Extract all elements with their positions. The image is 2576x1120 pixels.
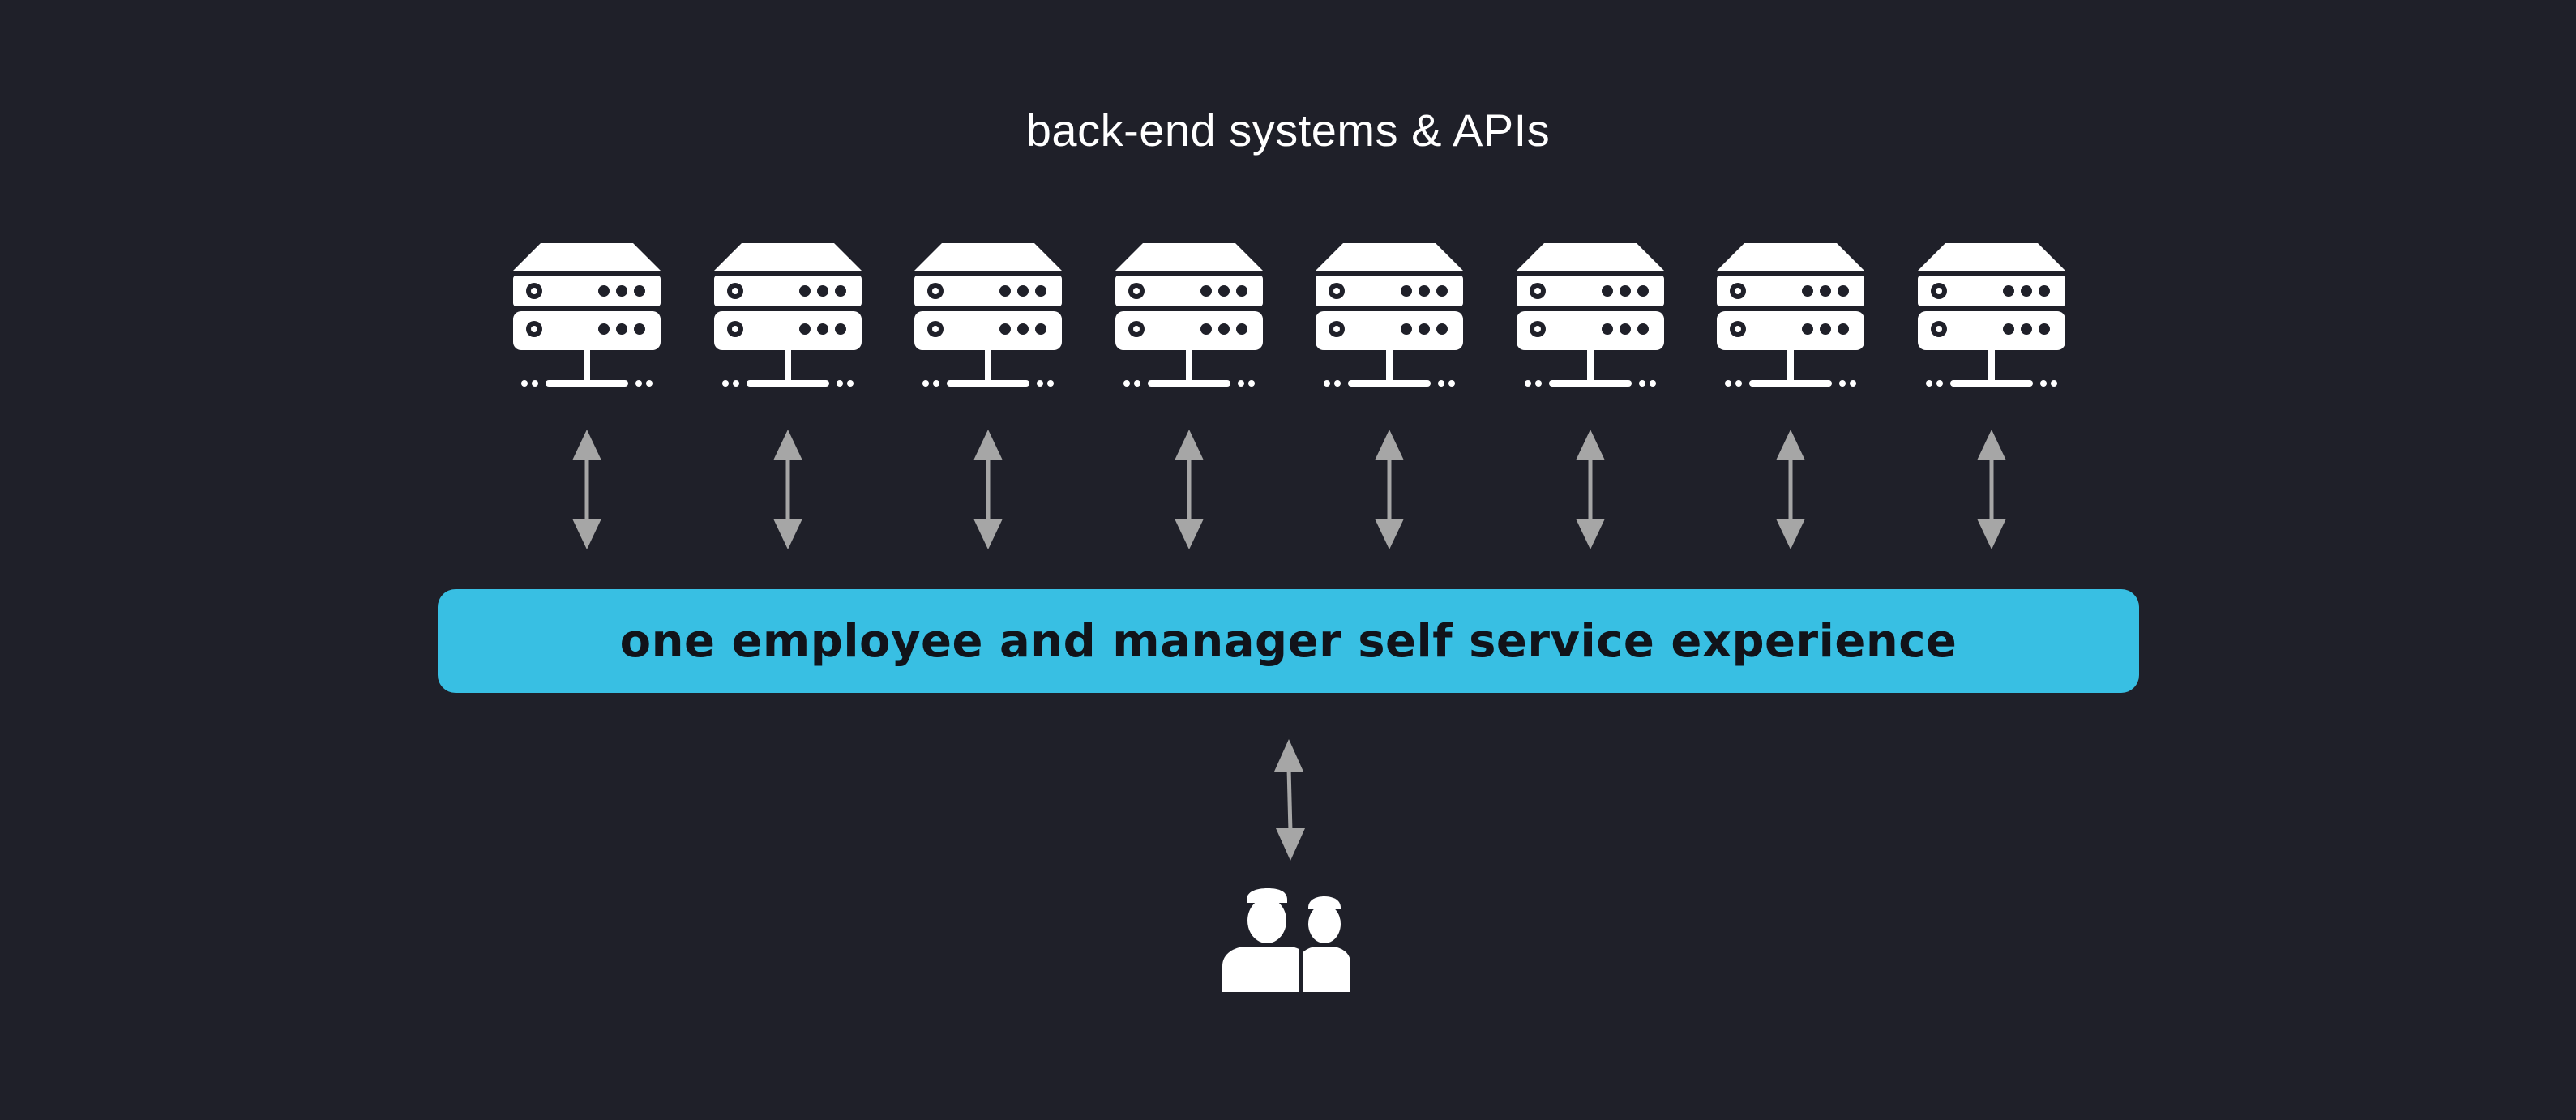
server-icon (1115, 243, 1263, 397)
banner-label: one employee and manager self service ex… (619, 614, 1958, 668)
server-icon (1316, 243, 1463, 397)
server-icon (1516, 243, 1664, 397)
bidirectional-arrow-icon (1371, 430, 1407, 549)
bidirectional-arrow-icon (1573, 430, 1608, 549)
server-icon (713, 243, 862, 397)
user-bidirectional-arrow-icon (1274, 739, 1305, 861)
bidirectional-arrow-icon (1773, 430, 1808, 549)
server-icon (1717, 243, 1864, 397)
bidirectional-arrow-icon (1974, 430, 2009, 549)
server-icon (513, 243, 661, 397)
server-icon (1917, 243, 2065, 397)
server-icon (914, 243, 1062, 397)
bidirectional-arrow-icon (970, 430, 1006, 549)
diagram-title: back-end systems & APIs (1025, 105, 1551, 156)
bidirectional-arrow-icon (569, 430, 605, 549)
users-icon (1222, 888, 1350, 992)
experience-banner: one employee and manager self service ex… (438, 589, 2139, 693)
bidirectional-arrow-icon (770, 430, 806, 549)
bidirectional-arrow-icon (1171, 430, 1207, 549)
